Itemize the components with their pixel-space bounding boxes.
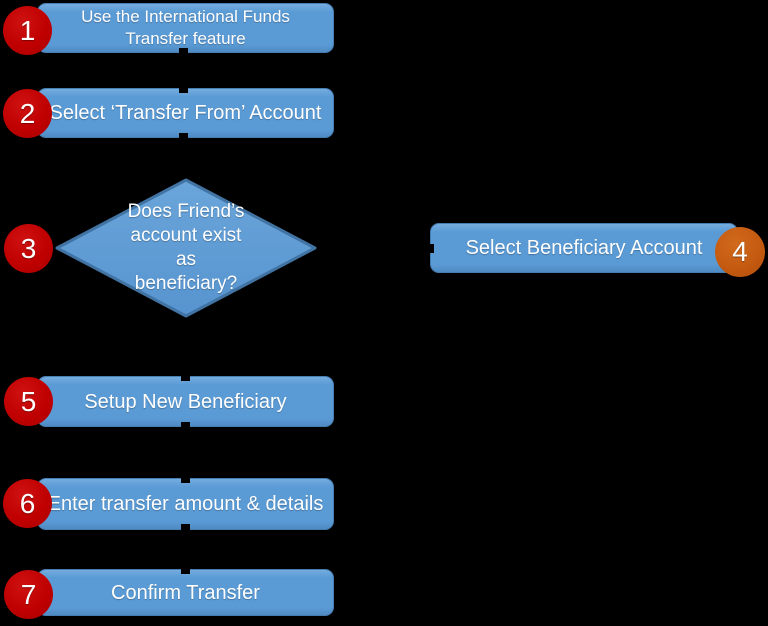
step-3-label-line3: as xyxy=(175,249,197,270)
step-6-box: Enter transfer amount & details xyxy=(37,478,334,530)
step-2-label: Select ‘Transfer From’ Account xyxy=(49,102,322,124)
step-3-label-line1: Does Friend’s xyxy=(127,201,245,222)
step-3-label-line2: account exist xyxy=(130,225,242,246)
step-7-number: 7 xyxy=(20,578,37,610)
connector-arrow-step3-to-step5-head xyxy=(181,375,190,381)
step-5-number-badge: 5 xyxy=(4,377,53,426)
step-1-label-line2: Transfer feature xyxy=(125,29,246,48)
step-5-box: Setup New Beneficiary xyxy=(37,376,334,427)
step-3-decision-diamond: Does Friend’s account exist as beneficia… xyxy=(55,178,317,318)
step-5-label: Setup New Beneficiary xyxy=(84,390,287,413)
step-2-number: 2 xyxy=(19,97,36,129)
connector-arrow-step6-to-step7 xyxy=(181,524,190,530)
step-3-label: Does Friend’s account exist as beneficia… xyxy=(55,178,317,318)
step-6-number: 6 xyxy=(19,487,36,519)
step-1-number-badge: 1 xyxy=(3,6,52,55)
step-4-box: Select Beneficiary Account xyxy=(430,223,738,273)
connector-arrow-step5-to-step6 xyxy=(181,422,190,428)
step-6-label: Enter transfer amount & details xyxy=(47,493,324,515)
step-2-number-badge: 2 xyxy=(3,89,52,138)
step-5-number: 5 xyxy=(20,385,37,417)
step-4-label: Select Beneficiary Account xyxy=(465,237,703,259)
connector-arrow-step3-to-step4-head xyxy=(429,244,434,253)
step-1-number: 1 xyxy=(19,14,36,46)
step-7-number-badge: 7 xyxy=(4,570,53,619)
connector-arrow-step1-to-step2-head xyxy=(179,87,188,93)
connector-arrow-step1-to-step2 xyxy=(179,48,188,54)
step-7-label: Confirm Transfer xyxy=(111,581,260,604)
step-3-number: 3 xyxy=(20,232,37,264)
connector-arrow-step5-to-step6-head xyxy=(181,477,190,483)
connector-arrow-step6-to-step7-head xyxy=(181,568,190,574)
step-4-number-badge: 4 xyxy=(715,227,765,277)
connector-arrow-step2-to-step3 xyxy=(179,133,188,139)
step-6-number-badge: 6 xyxy=(3,479,52,528)
step-7-box: Confirm Transfer xyxy=(37,569,334,616)
step-4-number: 4 xyxy=(732,236,748,267)
step-3-label-line4: beneficiary? xyxy=(134,273,238,294)
step-3-number-badge: 3 xyxy=(4,224,53,273)
diamond-shape-icon xyxy=(55,178,317,318)
step-2-box: Select ‘Transfer From’ Account xyxy=(37,88,334,138)
step-1-box: Use the International Funds Transfer fea… xyxy=(37,3,334,53)
step-1-label-line1: Use the International Funds xyxy=(81,7,290,26)
